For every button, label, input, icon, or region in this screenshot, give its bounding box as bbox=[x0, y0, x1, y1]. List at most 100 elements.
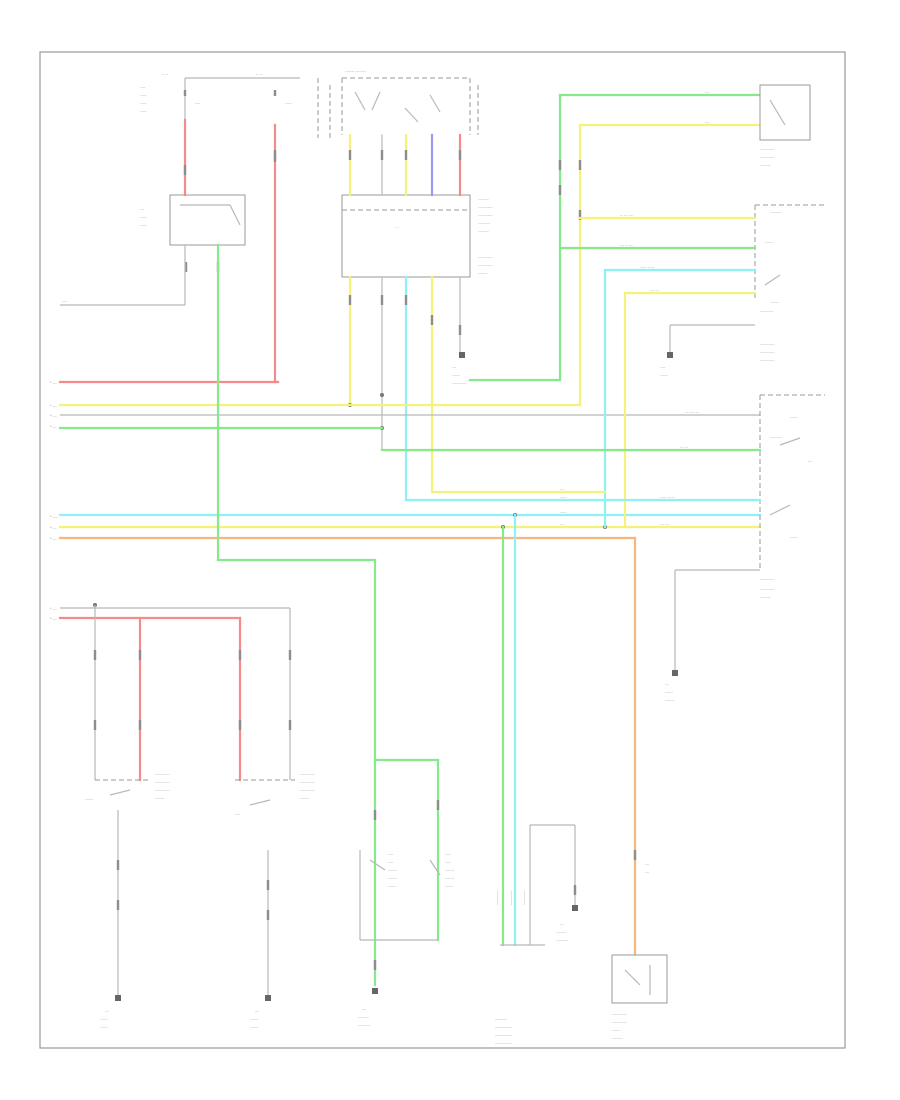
svg-text:-------: ------- bbox=[770, 299, 780, 304]
svg-text:-----: ----- bbox=[560, 494, 567, 499]
svg-text:-------: ------- bbox=[445, 867, 455, 872]
svg-text:---: --- bbox=[140, 206, 145, 211]
svg-text:-----------: ----------- bbox=[155, 779, 170, 784]
svg-text:-----------: ----------- bbox=[612, 1019, 627, 1024]
svg-text:---: --- bbox=[255, 1008, 260, 1013]
bottom-right-relay: --- --- ----------- ----------- ------ -… bbox=[611, 536, 668, 1040]
svg-text:* ---: * --- bbox=[50, 403, 57, 408]
svg-text:------: ------ bbox=[660, 372, 669, 377]
svg-text:--------: -------- bbox=[478, 196, 489, 201]
svg-text:-----------: ----------- bbox=[760, 349, 775, 354]
svg-text:-----------: ----------- bbox=[478, 204, 493, 209]
svg-text:-----: ----- bbox=[140, 108, 147, 113]
svg-text:-----------: ----------- bbox=[508, 890, 513, 905]
svg-text:----- -----: ----- ----- bbox=[660, 494, 675, 499]
svg-text:------: ------ bbox=[250, 1016, 259, 1021]
svg-text:---: --- bbox=[560, 486, 565, 491]
svg-text:-----------: ----------- bbox=[760, 154, 775, 159]
svg-text:-- --: -- -- bbox=[162, 71, 169, 76]
svg-text:------: ------ bbox=[665, 689, 674, 694]
svg-text:----: ---- bbox=[388, 859, 394, 864]
svg-text:---------: --------- bbox=[358, 1022, 371, 1027]
svg-text:-----------: ----------- bbox=[452, 380, 467, 385]
svg-text:-----------: ----------- bbox=[521, 890, 526, 905]
svg-text:* ---: * --- bbox=[50, 424, 57, 429]
relay-box bbox=[169, 194, 246, 246]
svg-text:-----------: ----------- bbox=[300, 771, 315, 776]
svg-text:-------: ------- bbox=[300, 795, 310, 800]
svg-text:-----: ----- bbox=[140, 222, 147, 227]
svg-text:--------: -------- bbox=[478, 228, 489, 233]
svg-text:----: ---- bbox=[660, 364, 666, 369]
svg-text:--- -- ---: --- -- --- bbox=[620, 242, 634, 247]
svg-text:--- ---: --- --- bbox=[650, 287, 660, 292]
svg-text:----: ---- bbox=[388, 851, 394, 856]
svg-text:-----------: ----------- bbox=[760, 586, 775, 591]
svg-text:* ---: * --- bbox=[50, 616, 57, 621]
svg-text:-----------: ----------- bbox=[155, 771, 170, 776]
svg-text:-------: ------- bbox=[388, 867, 398, 872]
svg-text:* ----: * ---- bbox=[50, 514, 59, 519]
svg-text:-----: ----- bbox=[140, 214, 147, 219]
svg-text:* ---: * --- bbox=[50, 536, 57, 541]
svg-text:--------: -------- bbox=[556, 929, 567, 934]
svg-text:---: --- bbox=[645, 869, 650, 874]
svg-text:-----------: ----------- bbox=[478, 212, 493, 217]
svg-text:* ---: * --- bbox=[50, 606, 57, 611]
svg-text:------- --------: ------- -------- bbox=[345, 68, 367, 73]
svg-text:---: --- bbox=[645, 861, 650, 866]
svg-text:---------: --------- bbox=[770, 434, 783, 439]
svg-text:---: --- bbox=[362, 1006, 367, 1011]
svg-text:-----: ----- bbox=[560, 509, 567, 514]
svg-text:---: --- bbox=[105, 1008, 110, 1013]
svg-text:--------: -------- bbox=[612, 1035, 623, 1040]
svg-text:-----------: ----------- bbox=[300, 787, 315, 792]
svg-text:--- ---: --- --- bbox=[660, 521, 670, 526]
svg-text:--------: -------- bbox=[760, 162, 771, 167]
svg-text:---: --- bbox=[560, 921, 565, 926]
svg-text:-----------: ----------- bbox=[612, 1011, 627, 1016]
svg-text:* ---: * --- bbox=[50, 525, 57, 530]
combination-switch-module: ------- -------- - - -------- ----------… bbox=[341, 68, 493, 385]
svg-text:---: --- bbox=[705, 119, 710, 124]
switch-unit bbox=[341, 194, 471, 278]
svg-text:---------: --------- bbox=[556, 937, 569, 942]
svg-text:-------: ------- bbox=[478, 270, 488, 275]
svg-text:* ---: * --- bbox=[50, 380, 57, 385]
svg-text:-------: ------- bbox=[155, 795, 165, 800]
svg-text:* ---: * --- bbox=[50, 413, 57, 418]
svg-text:------: ------ bbox=[85, 796, 94, 801]
svg-text:-----------: ----------- bbox=[760, 146, 775, 151]
switch-wires bbox=[348, 133, 462, 502]
svg-text:----: ---- bbox=[195, 100, 201, 105]
svg-text:---: --- bbox=[705, 89, 710, 94]
svg-text:-----------: ----------- bbox=[760, 576, 775, 581]
svg-text:-----------: ----------- bbox=[760, 357, 775, 362]
right-mid-modules: ---- ------ --------- ------ ------- ---… bbox=[380, 204, 825, 702]
svg-text:----: ---- bbox=[62, 298, 68, 303]
svg-text:----: ---- bbox=[235, 811, 241, 816]
svg-text:------: ------ bbox=[445, 883, 454, 888]
svg-text:----- -----: ----- ----- bbox=[640, 264, 655, 269]
top-right-connector bbox=[759, 84, 811, 141]
svg-text:--------: -------- bbox=[358, 1014, 369, 1019]
svg-text:------: ------ bbox=[388, 883, 397, 888]
svg-text:-------------: ------------- bbox=[495, 1024, 513, 1029]
svg-text:-----: ----- bbox=[140, 100, 147, 105]
svg-text:-----------: ----------- bbox=[478, 254, 493, 259]
svg-text:---: --- bbox=[560, 521, 565, 526]
svg-text:------: ------ bbox=[250, 1024, 259, 1029]
svg-text:---: --- bbox=[665, 681, 670, 686]
svg-text:----: ---- bbox=[445, 859, 451, 864]
svg-text:--- --: --- -- bbox=[680, 444, 688, 449]
svg-text:------: ------ bbox=[765, 239, 774, 244]
svg-text:-----------: ----------- bbox=[155, 787, 170, 792]
svg-text:--------: -------- bbox=[760, 594, 771, 599]
svg-text:---: --- bbox=[808, 458, 813, 463]
svg-text:-------------: ------------- bbox=[495, 1040, 513, 1045]
svg-text:------: ------ bbox=[612, 1027, 621, 1032]
svg-text:----------: ---------- bbox=[760, 308, 774, 313]
bottom-relay-box bbox=[611, 954, 668, 1004]
svg-text:-------: ------- bbox=[665, 697, 675, 702]
ignition-fuse-section: -- -- -- -- ---- ----- ----- ----- ---- … bbox=[60, 71, 331, 306]
